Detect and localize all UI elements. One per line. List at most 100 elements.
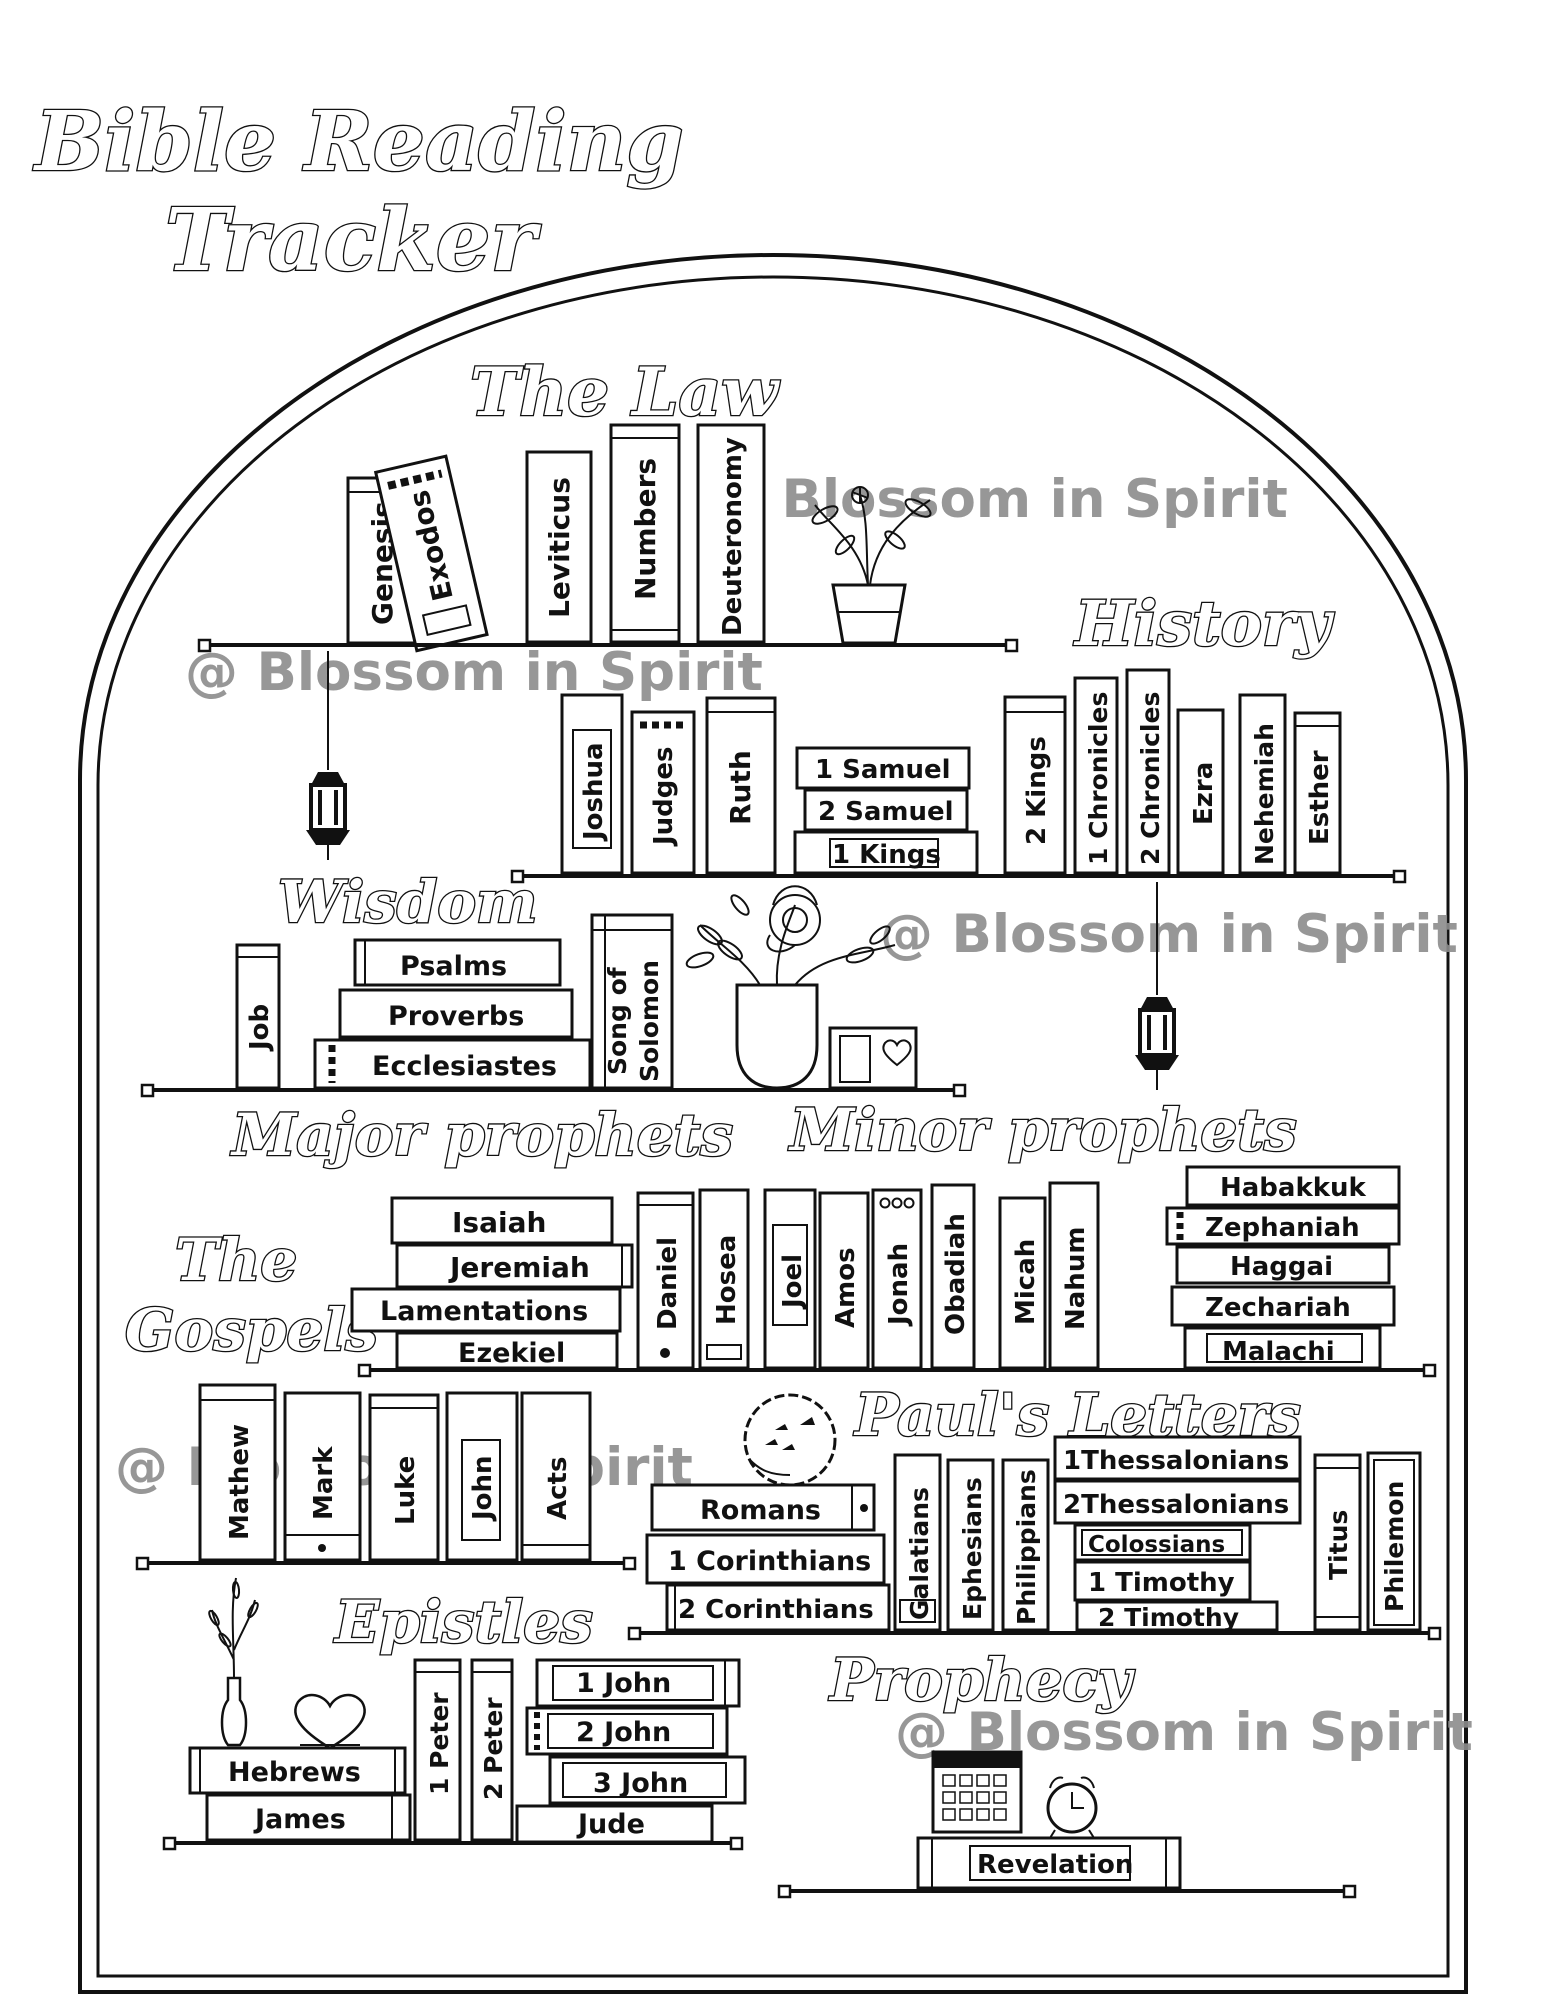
svg-text:1 Chronicles: 1 Chronicles (1084, 692, 1113, 865)
book-romans[interactable]: Romans (650, 1483, 876, 1532)
book-2-kings[interactable]: 2 Kings (1003, 695, 1067, 875)
svg-text:Proverbs: Proverbs (388, 1001, 524, 1032)
svg-text:Nehemiah: Nehemiah (1250, 723, 1279, 865)
book-2-peter[interactable]: 2 Peter (470, 1658, 514, 1842)
svg-text:Daniel: Daniel (653, 1237, 683, 1330)
svg-text:Ecclesiastes: Ecclesiastes (372, 1051, 557, 1082)
book-hosea[interactable]: Hosea (698, 1188, 750, 1370)
svg-text:1 Timothy: 1 Timothy (1088, 1568, 1235, 1598)
svg-text:2 Samuel: 2 Samuel (818, 797, 954, 827)
book-jeremiah[interactable]: Jeremiah (395, 1243, 634, 1289)
book-deuteronomy[interactable]: Deuteronomy (696, 423, 766, 644)
book-1-samuel[interactable]: 1 Samuel (795, 746, 971, 790)
book-3-john[interactable]: 3 John (548, 1755, 747, 1805)
svg-text:Titus: Titus (1324, 1510, 1353, 1580)
book-revelation[interactable]: Revelation (916, 1836, 1182, 1890)
book-haggai[interactable]: Haggai (1175, 1245, 1391, 1285)
book-1-corinthians[interactable]: 1 Corinthians (645, 1533, 886, 1585)
flower-vase-icon (685, 885, 896, 1090)
book-acts[interactable]: Acts (520, 1391, 592, 1562)
book-1-kings[interactable]: 1 Kings (793, 830, 979, 875)
svg-text:Luke: Luke (391, 1456, 421, 1525)
book-psalms[interactable]: Psalms (353, 938, 562, 987)
book-ezra[interactable]: Ezra (1176, 708, 1225, 875)
book-ruth[interactable]: Ruth (705, 696, 777, 875)
book-1-thessalonians[interactable]: 1Thessalonians (1053, 1435, 1302, 1481)
svg-text:Esther: Esther (1305, 750, 1335, 845)
book-philippians[interactable]: Philippians (1001, 1458, 1050, 1632)
svg-text:Deuteronomy: Deuteronomy (718, 437, 748, 636)
book-1-chronicles[interactable]: 1 Chronicles (1073, 676, 1119, 875)
book-james[interactable]: James (205, 1793, 412, 1842)
book-zephaniah[interactable]: Zephaniah (1165, 1206, 1401, 1246)
svg-text:Acts: Acts (543, 1457, 573, 1520)
book-2-samuel[interactable]: 2 Samuel (803, 788, 969, 832)
svg-text:Amos: Amos (831, 1247, 861, 1328)
epistles-books: Hebrews James 1 Peter 2 Peter 1 John (188, 1658, 747, 1844)
book-hebrews[interactable]: Hebrews (188, 1746, 407, 1795)
book-obadiah[interactable]: Obadiah (930, 1183, 976, 1370)
svg-text:2 Kings: 2 Kings (1022, 736, 1052, 845)
book-joel[interactable]: Joel (763, 1188, 817, 1370)
book-micah[interactable]: Micah (998, 1196, 1047, 1370)
book-2-thessalonians[interactable]: 2Thessalonians (1053, 1479, 1302, 1525)
svg-text:2 John: 2 John (576, 1717, 671, 1748)
book-1-john[interactable]: 1 John (535, 1658, 741, 1708)
book-habakkuk[interactable]: Habakkuk (1185, 1165, 1401, 1207)
book-2-corinthians[interactable]: 2 Corinthians (665, 1583, 891, 1632)
minor-prophets-books: Hosea Joel Amos Jonah Obadiah Micah (698, 1165, 1401, 1370)
book-luke[interactable]: Luke (368, 1393, 440, 1562)
book-mark[interactable]: Mark (283, 1391, 362, 1562)
book-1-peter[interactable]: 1 Peter (413, 1658, 462, 1842)
book-job[interactable]: Job (235, 943, 281, 1090)
book-2-timothy[interactable]: 2 Timothy (1075, 1600, 1279, 1632)
book-galatians[interactable]: Galatians (893, 1453, 942, 1632)
heart-icon (294, 1693, 366, 1750)
book-numbers[interactable]: Numbers (609, 423, 681, 644)
svg-text:2 Chronicles: 2 Chronicles (1136, 692, 1165, 865)
book-proverbs[interactable]: Proverbs (338, 988, 574, 1039)
book-john[interactable]: John (445, 1391, 519, 1562)
book-nehemiah[interactable]: Nehemiah (1238, 693, 1287, 875)
watermark-2: @ Blossom in Spirit (185, 642, 763, 703)
svg-text:Zephaniah: Zephaniah (1205, 1213, 1360, 1243)
book-leviticus[interactable]: Leviticus (525, 450, 593, 644)
gospels-books: Mathew Mark Luke John Acts (198, 1383, 592, 1562)
svg-text:Philippians: Philippians (1012, 1469, 1041, 1625)
svg-text:2 Timothy: 2 Timothy (1098, 1603, 1239, 1632)
wisdom-books: Job Psalms Proverbs Ecclesiastes Song of… (235, 913, 674, 1090)
svg-text:Revelation: Revelation (977, 1850, 1133, 1880)
book-zechariah[interactable]: Zechariah (1170, 1285, 1396, 1327)
book-nahum[interactable]: Nahum (1048, 1181, 1100, 1370)
book-joshua[interactable]: Joshua (560, 693, 624, 875)
svg-text:Romans: Romans (700, 1495, 821, 1526)
book-ezekiel[interactable]: Ezekiel (395, 1331, 619, 1370)
book-titus[interactable]: Titus (1313, 1453, 1362, 1632)
book-colossians[interactable]: Colossians (1073, 1523, 1252, 1562)
book-amos[interactable]: Amos (818, 1191, 870, 1370)
book-isaiah[interactable]: Isaiah (390, 1196, 614, 1245)
svg-text:Joel: Joel (778, 1254, 808, 1310)
svg-text:3 John: 3 John (593, 1768, 688, 1799)
svg-text:Psalms: Psalms (400, 951, 507, 982)
book-song-of-solomon[interactable]: Song of Solomon (590, 913, 674, 1090)
book-ephesians[interactable]: Ephesians (946, 1458, 995, 1632)
svg-text:James: James (253, 1804, 346, 1835)
svg-text:1 Corinthians: 1 Corinthians (668, 1546, 871, 1577)
book-jonah[interactable]: Jonah (871, 1188, 923, 1370)
book-lamentations[interactable]: Lamentations (350, 1287, 622, 1333)
book-philemon[interactable]: Philemon (1366, 1451, 1422, 1632)
book-exodos[interactable]: Exodos (373, 454, 489, 653)
book-1-timothy[interactable]: 1 Timothy (1073, 1560, 1252, 1602)
book-ecclesiastes[interactable]: Ecclesiastes (313, 1038, 592, 1090)
book-judges[interactable]: Judges (630, 710, 696, 875)
lantern-icon (1135, 882, 1179, 1090)
book-2-john[interactable]: 2 John (525, 1706, 729, 1756)
book-daniel[interactable]: Daniel (636, 1191, 695, 1370)
book-jude[interactable]: Jude (515, 1804, 714, 1844)
book-malachi[interactable]: Malachi (1183, 1326, 1382, 1370)
book-mathew[interactable]: Mathew (198, 1383, 277, 1562)
book-2-chronicles[interactable]: 2 Chronicles (1125, 668, 1171, 875)
book-esther[interactable]: Esther (1293, 711, 1342, 875)
